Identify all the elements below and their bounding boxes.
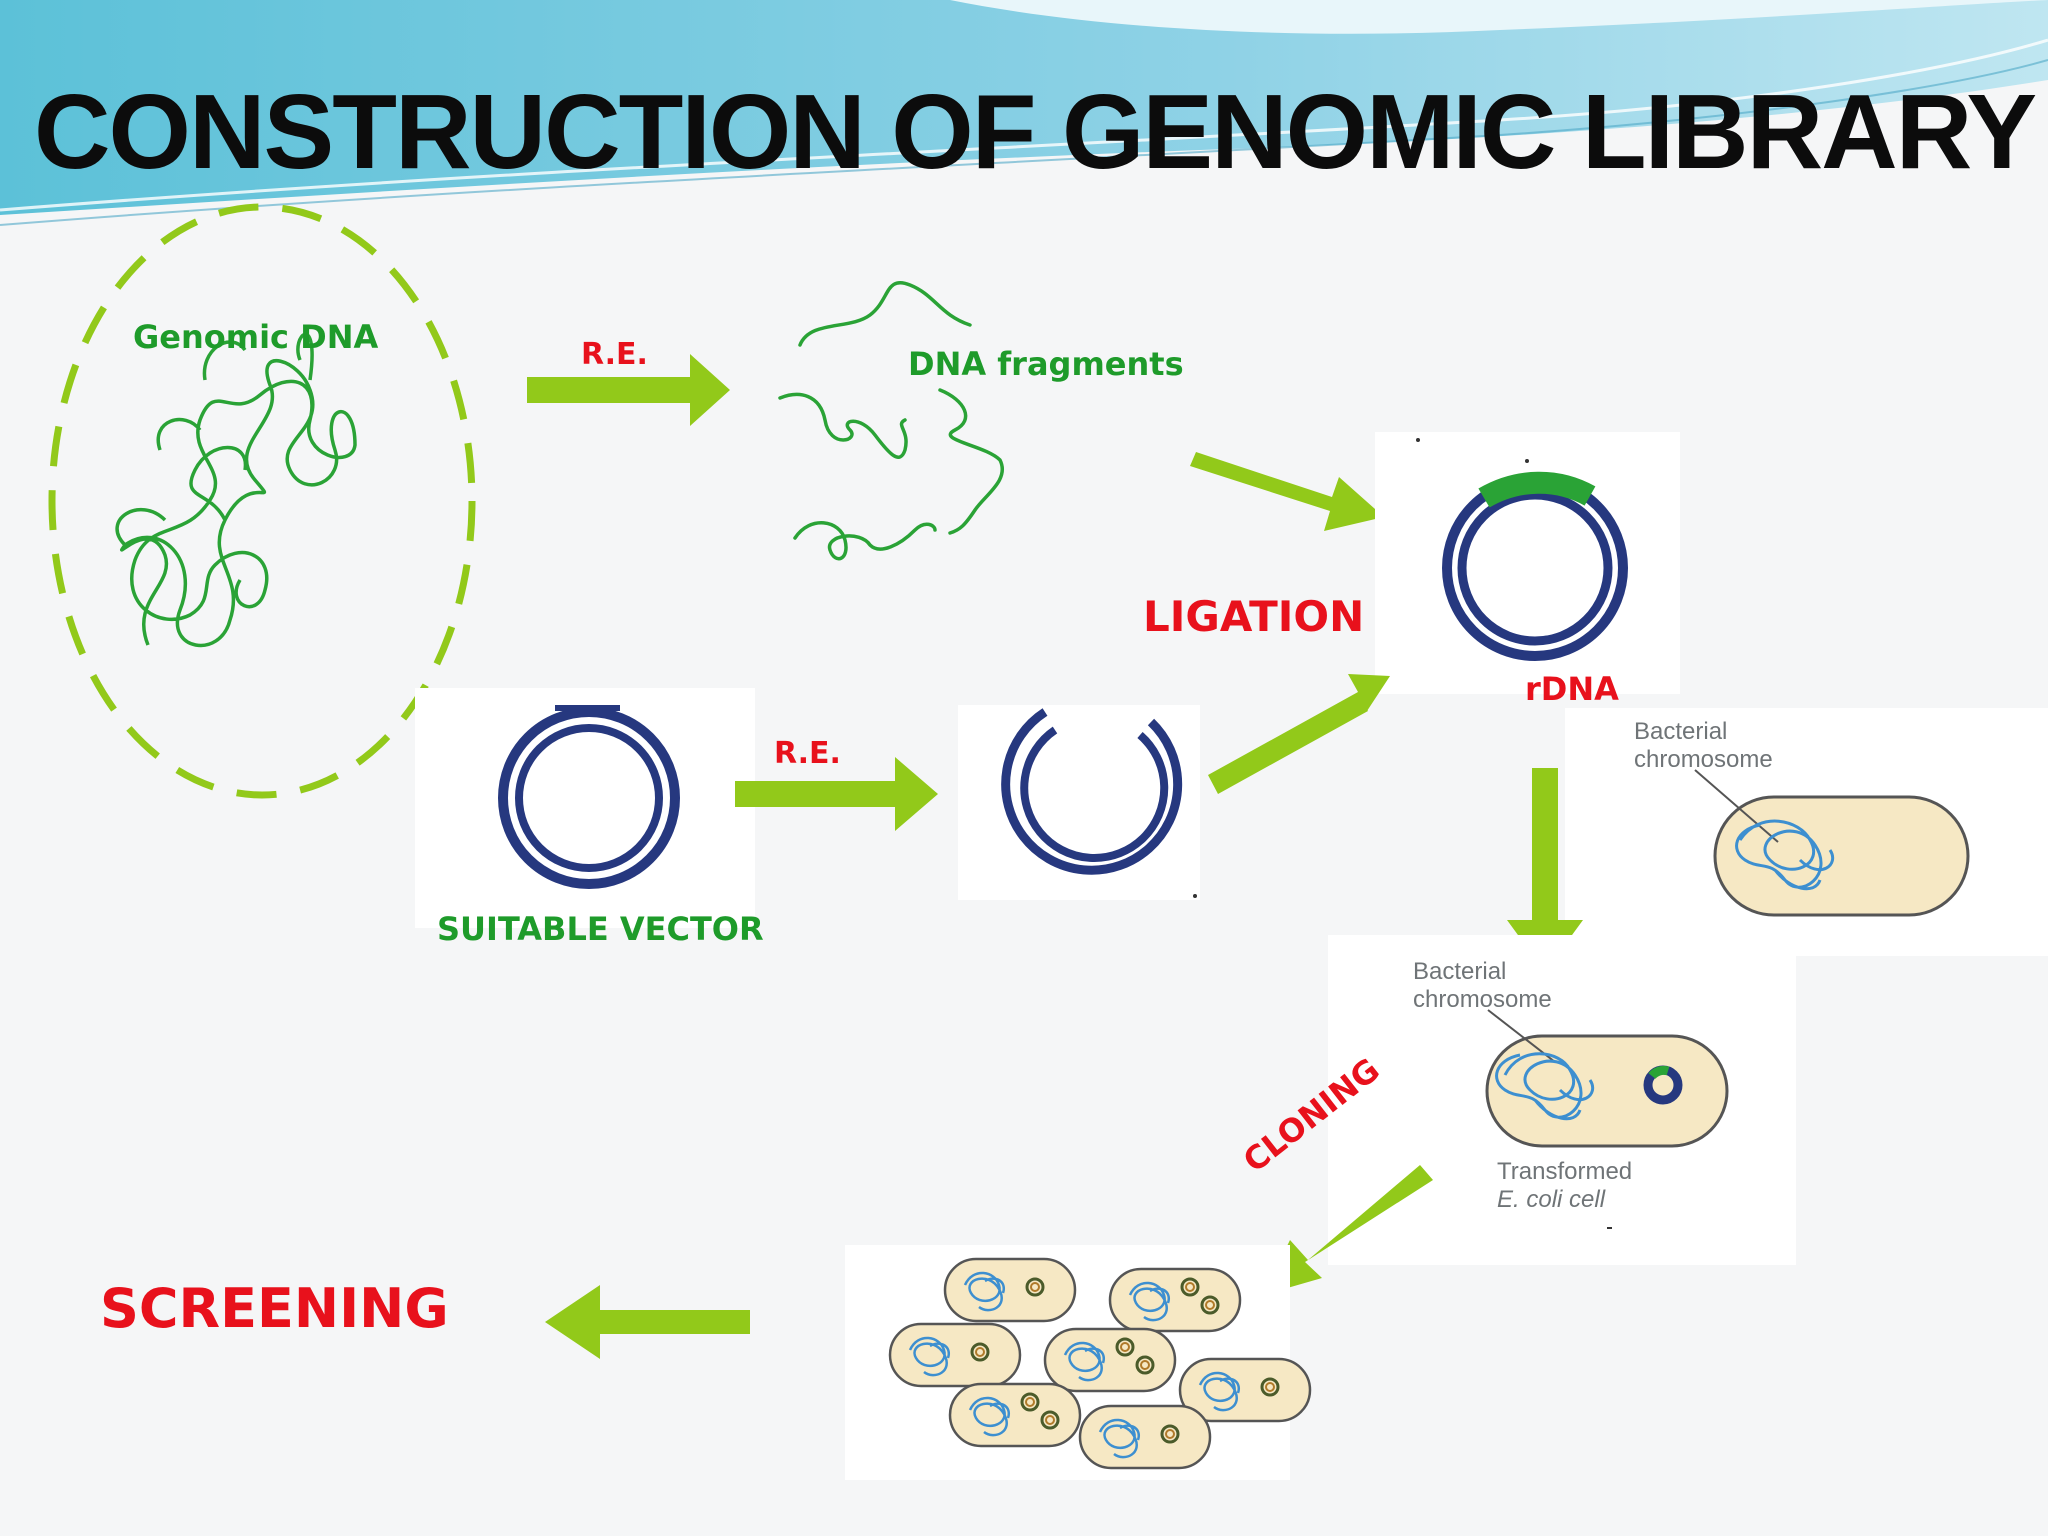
colony-plasmid	[1135, 1355, 1155, 1375]
colony-cell	[888, 1322, 1022, 1388]
colony-plasmid-core	[1025, 1397, 1035, 1407]
colony-chromosome	[1128, 1281, 1171, 1322]
rdna-insert	[1478, 471, 1596, 508]
colony-cell	[1178, 1357, 1312, 1423]
colony-chromosome	[1098, 1418, 1141, 1459]
re-arrow-bottom	[735, 757, 938, 831]
arrow-down	[1507, 768, 1583, 972]
colony-chromosome	[1063, 1341, 1106, 1382]
colony-cells	[888, 1257, 1312, 1470]
header-banner	[0, 0, 2048, 226]
colony-plasmid	[1260, 1377, 1280, 1397]
colony-plasmid-core	[1045, 1415, 1055, 1425]
ligation-label: LIGATION	[1143, 592, 1365, 641]
colonies-inset	[845, 1245, 1312, 1480]
bacterial-chromosome-1	[1735, 819, 1835, 891]
screening-label: SCREENING	[100, 1277, 449, 1340]
re-label-bottom: R.E.	[774, 736, 841, 771]
re-arrow-top	[527, 354, 730, 426]
rdna-label: rDNA	[1525, 670, 1619, 708]
genomic-dna-label: Genomic DNA	[133, 318, 379, 356]
colony-plasmid	[1115, 1337, 1135, 1357]
vector-plasmid-inner	[515, 724, 663, 872]
suitable-vector-inset	[415, 688, 755, 928]
rdna-inset	[1375, 432, 1680, 694]
colony-plasmid-core	[1120, 1342, 1130, 1352]
colony-cell	[948, 1382, 1082, 1448]
colony-plasmid	[1200, 1295, 1220, 1315]
cut-vector-inner	[1020, 726, 1169, 862]
page-title: CONSTRUCTION OF GENOMIC LIBRARY	[34, 73, 2037, 191]
colony-cell	[1043, 1327, 1177, 1393]
colony-plasmid-core	[1185, 1282, 1195, 1292]
colony-cell	[1078, 1404, 1212, 1470]
colony-plasmid	[1020, 1392, 1040, 1412]
rdna-plasmid-inner	[1457, 490, 1613, 646]
suitable-vector-label: SUITABLE VECTOR	[437, 910, 764, 948]
arrow-cloning	[1263, 1165, 1433, 1295]
colony-chromosome	[968, 1396, 1011, 1437]
colony-plasmid	[1025, 1277, 1045, 1297]
cut-vector-outer	[1001, 708, 1183, 875]
colony-plasmid	[1040, 1410, 1060, 1430]
arrow-screening	[545, 1285, 750, 1359]
colony-chromosome	[1198, 1371, 1241, 1412]
cut-vector-inset	[958, 705, 1200, 900]
transformed-cell	[1485, 1034, 1729, 1148]
bacterial-cell-1	[1713, 795, 1970, 917]
genomic-dna-strand	[115, 332, 357, 648]
genomic-dna-cell-outline	[48, 203, 476, 799]
colony-cell	[943, 1257, 1077, 1323]
bacterial-cell-inset-1	[1565, 708, 2048, 956]
colony-cell	[1108, 1267, 1242, 1333]
vector-plasmid-outer	[498, 707, 680, 889]
colony-plasmid	[970, 1342, 990, 1362]
colony-plasmid-core	[1140, 1360, 1150, 1370]
colony-plasmid	[1160, 1424, 1180, 1444]
colony-chromosome	[963, 1271, 1006, 1312]
colony-plasmid-core	[1030, 1282, 1040, 1292]
dna-fragments	[778, 281, 1004, 561]
colony-plasmid-core	[1165, 1429, 1175, 1439]
arrow-vector-to-rdna	[1208, 674, 1390, 794]
arrow-fragments-to-rdna	[1190, 452, 1384, 531]
colony-plasmid	[1180, 1277, 1200, 1297]
re-label-top: R.E.	[581, 337, 648, 372]
colony-plasmid-core	[975, 1347, 985, 1357]
transformed-cell-inset	[1328, 935, 1796, 1265]
bacterial-chromosome-2	[1495, 1052, 1595, 1121]
colony-plasmid-core	[1205, 1300, 1215, 1310]
colony-plasmid-core	[1265, 1382, 1275, 1392]
colony-chromosome	[908, 1336, 951, 1377]
dna-fragments-label: DNA fragments	[908, 345, 1184, 383]
